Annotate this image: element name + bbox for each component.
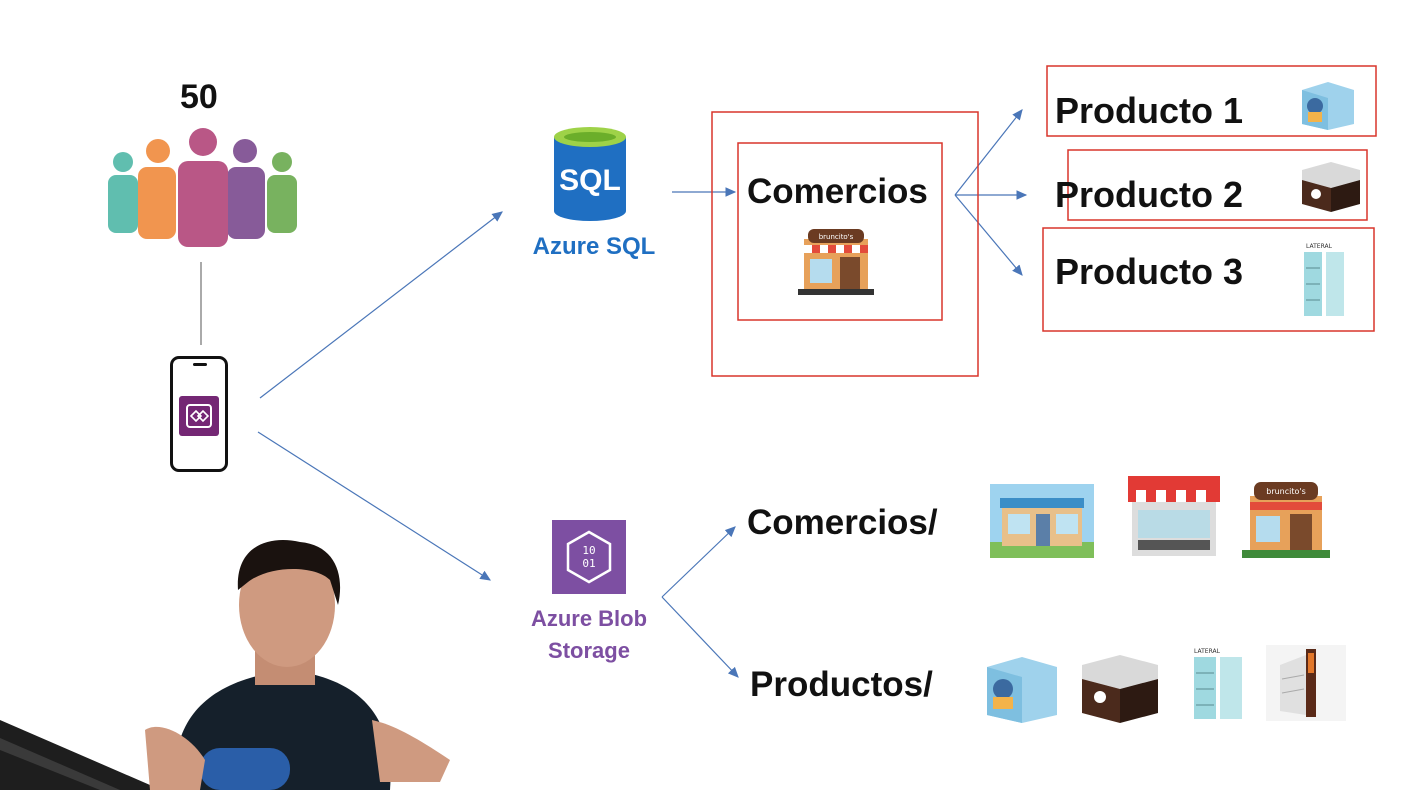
- blob-icon-bits-2: 01: [582, 557, 596, 570]
- comercios-folder-label: Comercios/: [747, 503, 938, 542]
- people-group-icon: [108, 128, 297, 247]
- azure-blob-label-line2: Storage: [548, 638, 630, 663]
- comercios-label: Comercios: [747, 172, 928, 211]
- phone-app-icon[interactable]: [170, 356, 228, 472]
- product-thumbnail-4: [1266, 645, 1346, 721]
- product-thumbnail-2: [1082, 655, 1158, 723]
- blob-to-productos-folder-arrow: [661, 596, 739, 678]
- producto-2-label: Producto 2: [1055, 174, 1244, 215]
- product-display-dark-icon: [1302, 162, 1360, 212]
- store-thumbnail-3: bruncito's: [1242, 482, 1330, 558]
- azure-sql-icon-text: SQL: [559, 164, 621, 197]
- product-thumbnail-3: LATERAL: [1194, 648, 1242, 719]
- store-sign-text: bruncito's: [819, 233, 854, 241]
- power-apps-icon: [179, 396, 219, 436]
- azure-blob-label-line1: Azure Blob: [530, 606, 648, 631]
- comercios-inner-box: [737, 142, 943, 321]
- phone-to-sql-arrow: [259, 211, 503, 399]
- product-display-tall-icon: LATERAL: [1304, 243, 1344, 316]
- phone-to-blob-arrow: [257, 431, 492, 581]
- azure-sql-label: Azure SQL: [532, 233, 656, 260]
- producto-3-label: Producto 3: [1055, 251, 1244, 292]
- product-display-blue-icon: [1302, 82, 1354, 130]
- producto1-box: [1046, 65, 1377, 137]
- store-thumbnail-2: [1128, 476, 1220, 556]
- blob-icon-bits-1: 10: [582, 544, 596, 557]
- azure-sql-icon: [554, 127, 626, 221]
- lateral-label-2: LATERAL: [1194, 648, 1221, 655]
- comercios-to-producto3-arrow: [954, 194, 1023, 276]
- comercios-outer-box: [711, 111, 979, 377]
- azure-blob-icon: 10 01: [552, 520, 626, 594]
- store-sign-text-2: bruncito's: [1266, 487, 1306, 496]
- product-thumbnail-1: [987, 657, 1057, 723]
- store-thumbnail-1: [990, 484, 1094, 558]
- producto2-box: [1067, 149, 1368, 221]
- storefront-icon: bruncito's: [798, 229, 874, 295]
- blob-to-comercios-folder-arrow: [661, 526, 736, 598]
- producto3-box: [1042, 227, 1375, 332]
- user-count: 50: [180, 78, 218, 116]
- producto-1-label: Producto 1: [1055, 90, 1244, 131]
- lateral-label-1: LATERAL: [1306, 243, 1333, 250]
- productos-folder-label: Productos/: [750, 665, 933, 704]
- comercios-to-producto1-arrow: [954, 109, 1023, 196]
- presenter-webcam-overlay: [0, 539, 450, 790]
